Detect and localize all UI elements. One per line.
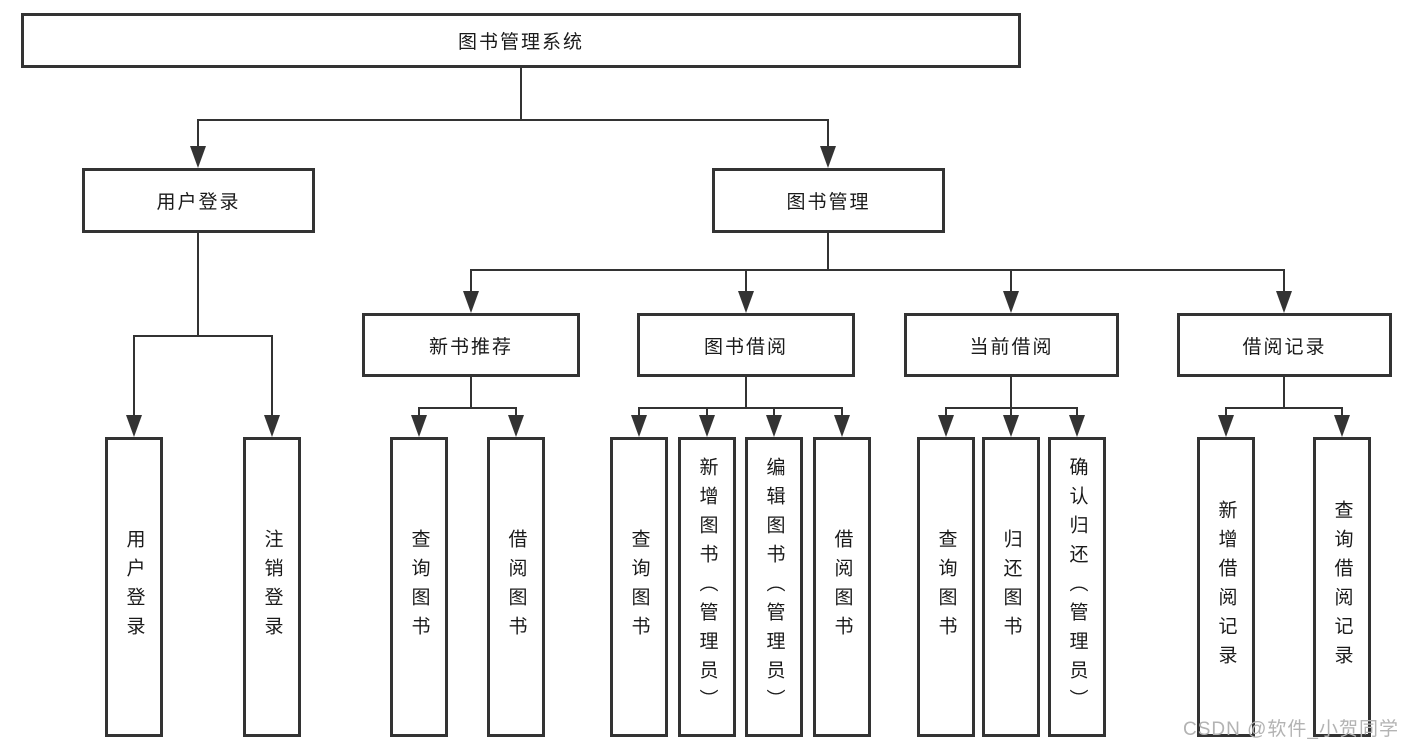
leaf-label: 查询图书 [408,529,430,645]
node-label: 用户登录 [156,192,241,213]
node-book-management: 图书管理 [712,168,945,233]
leaf-label: 新增借阅记录 [1215,500,1237,674]
connector-line [470,269,472,293]
node-borrow-records: 借阅记录 [1177,313,1392,377]
connector-line [745,269,747,293]
node-library-management-system: 图书管理系统 [21,13,1021,68]
leaf-user-login-action: 用户登录 [105,437,163,737]
arrow-down-icon [938,415,954,437]
connector-line [1225,407,1227,418]
arrow-down-icon [631,415,647,437]
connector-line [1010,377,1012,409]
arrow-down-icon [411,415,427,437]
connector-line [945,407,947,418]
leaf-recommend-query-books: 查询图书 [390,437,448,737]
node-user-login: 用户登录 [82,168,315,233]
node-current-borrow: 当前借阅 [904,313,1119,377]
connector-line [271,335,273,417]
leaf-label: 借阅图书 [831,529,853,645]
connector-line [1283,377,1285,409]
node-book-borrow: 图书借阅 [637,313,855,377]
leaf-label: 查询图书 [628,529,650,645]
leaf-borrow-borrow-books: 借阅图书 [813,437,871,737]
connector-line [418,407,420,418]
connector-line [197,119,829,121]
connector-line [515,407,517,418]
connector-line [520,68,522,121]
arrow-down-icon [1334,415,1350,437]
node-new-book-recommend: 新书推荐 [362,313,580,377]
leaf-borrow-query-books: 查询图书 [610,437,668,737]
leaf-label: 查询图书 [935,529,957,645]
leaf-label: 借阅图书 [505,529,527,645]
node-label: 当前借阅 [969,336,1054,358]
connector-line [1225,407,1342,409]
arrow-down-icon [699,415,715,437]
leaf-label: 用户登录 [123,529,145,645]
leaf-label: 归还图书 [1000,529,1022,645]
connector-line [827,119,829,149]
arrow-down-icon [834,415,850,437]
leaf-records-query-record: 查询借阅记录 [1313,437,1371,737]
arrow-down-icon [766,415,782,437]
leaf-records-add-record: 新增借阅记录 [1197,437,1255,737]
connector-line [1341,407,1343,418]
connector-line [706,407,708,418]
arrow-down-icon [1003,415,1019,437]
arrow-down-icon [463,291,479,313]
connector-line [1076,407,1078,418]
arrow-down-icon [126,415,142,437]
leaf-current-query-books: 查询图书 [917,437,975,737]
arrow-down-icon [1069,415,1085,437]
leaf-borrow-add-books-admin: 新增图书（管理员） [678,437,736,737]
leaf-logout: 注销登录 [243,437,301,737]
arrow-down-icon [508,415,524,437]
node-label: 新书推荐 [428,336,513,358]
leaf-label: 注销登录 [261,529,283,645]
connector-line [1283,269,1285,293]
arrow-down-icon [1276,291,1292,313]
connector-line [133,335,273,337]
arrow-down-icon [190,146,206,168]
connector-line [827,233,829,271]
connector-line [470,269,1285,271]
leaf-label: 新增图书（管理员） [696,456,718,718]
arrow-down-icon [738,291,754,313]
arrow-down-icon [820,146,836,168]
leaf-current-return-books: 归还图书 [982,437,1040,737]
arrow-down-icon [1003,291,1019,313]
connector-line [470,377,472,409]
connector-line [1010,407,1012,418]
connector-line [1010,269,1012,293]
connector-line [638,407,842,409]
connector-line [133,335,135,417]
leaf-label: 编辑图书（管理员） [763,456,785,718]
leaf-recommend-borrow-books: 借阅图书 [487,437,545,737]
connector-line [841,407,843,418]
connector-line [418,407,516,409]
node-label: 图书管理系统 [457,32,584,53]
leaf-label: 确认归还（管理员） [1066,456,1088,718]
node-label: 图书管理 [786,192,871,213]
arrow-down-icon [1218,415,1234,437]
connector-line [773,407,775,418]
arrow-down-icon [264,415,280,437]
node-label: 图书借阅 [703,336,788,358]
node-label: 借阅记录 [1242,336,1327,358]
leaf-label: 查询借阅记录 [1331,500,1353,674]
csdn-watermark: CSDN @软件_小贺同学 [1183,719,1399,740]
leaf-borrow-edit-books-admin: 编辑图书（管理员） [745,437,803,737]
connector-line [197,119,199,149]
connector-line [197,233,199,337]
connector-line [745,377,747,409]
leaf-current-confirm-return-admin: 确认归还（管理员） [1048,437,1106,737]
connector-line [638,407,640,418]
